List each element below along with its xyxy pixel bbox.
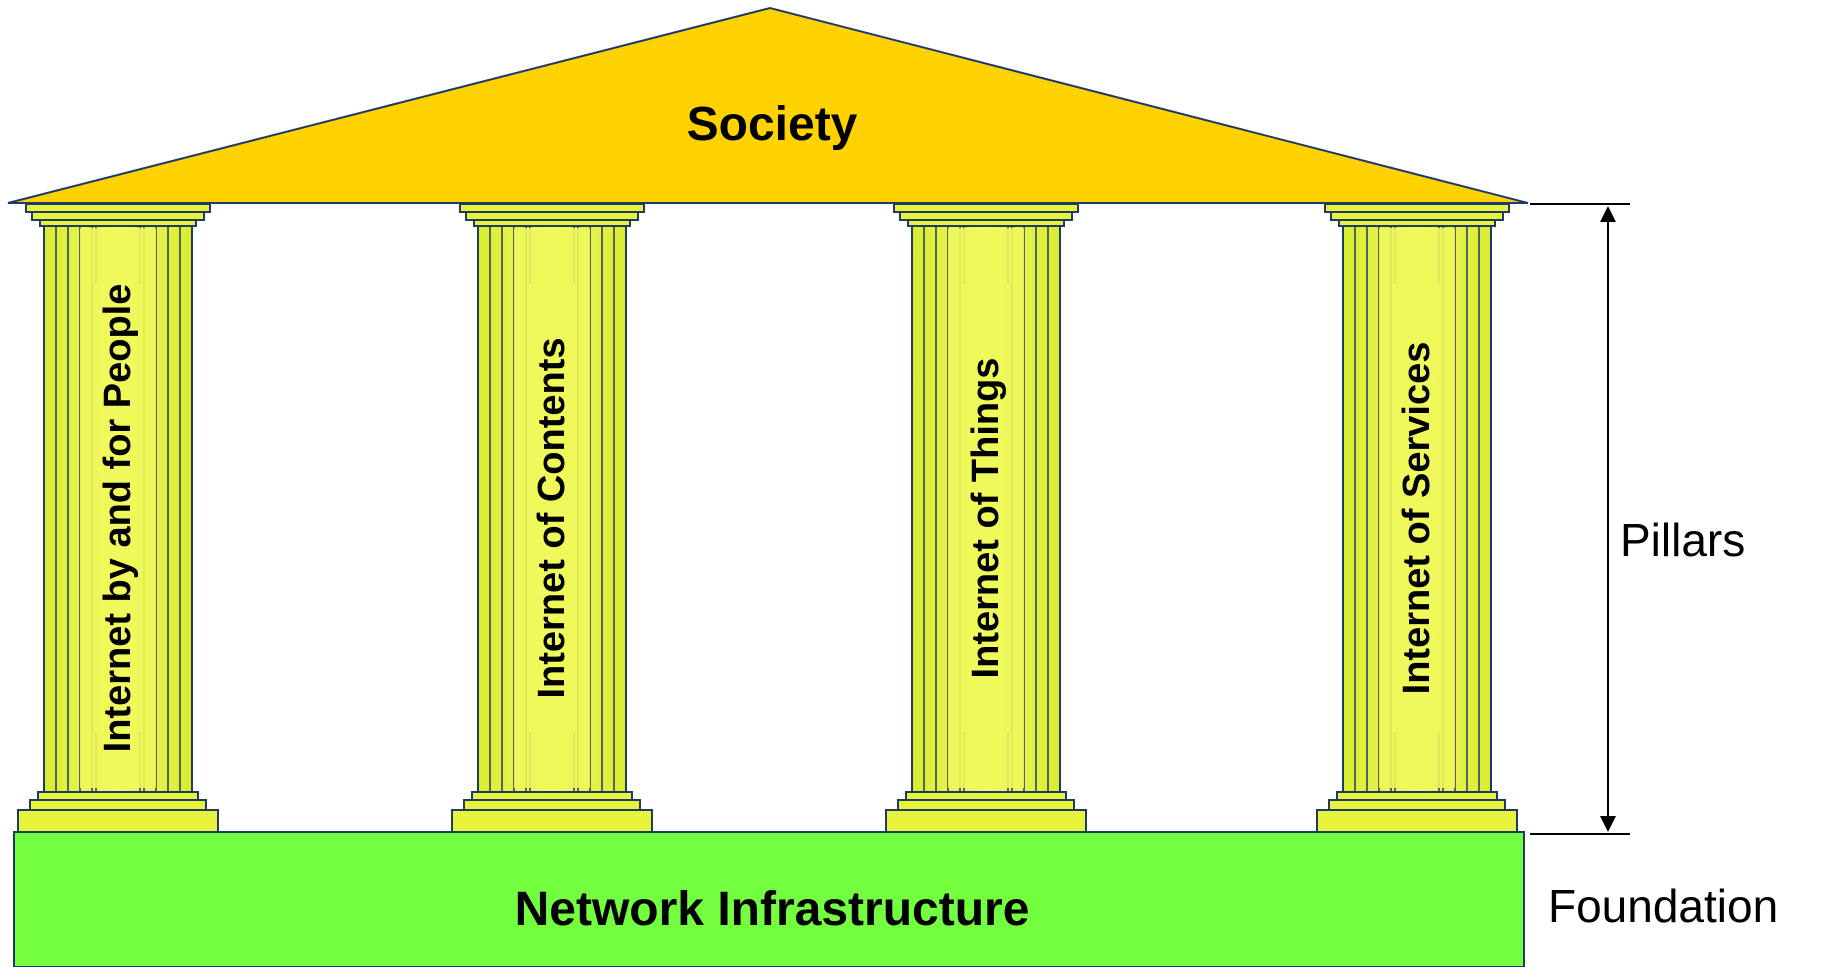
pillar-label: Internet of Contents: [531, 338, 573, 699]
pillar-capital: [1338, 219, 1496, 227]
roof-label: Society: [687, 98, 858, 151]
pillar-capital: [31, 211, 205, 221]
foundation: Network Infrastructure: [13, 831, 1525, 967]
roof-triangle: [7, 6, 1529, 204]
arrow-up-icon: [1600, 206, 1616, 222]
pillar-label: Internet of Services: [1396, 342, 1438, 695]
pillar-base: [905, 791, 1067, 801]
pillar-base: [1336, 791, 1498, 801]
pillar-capital: [899, 211, 1073, 221]
foundation-side-label: Foundation: [1548, 880, 1778, 932]
pillar-label: Internet by and for People: [97, 284, 139, 753]
pillar-base: [451, 809, 653, 833]
foundation-label: Network Infrastructure: [515, 883, 1030, 936]
pillar-capital: [893, 203, 1079, 213]
pillar-base: [463, 799, 641, 811]
pillar-capital: [907, 219, 1065, 227]
pillar-capital: [473, 219, 631, 227]
pillar-label-backdrop: [514, 228, 590, 788]
pillar-base: [37, 791, 199, 801]
pillar-base: [29, 799, 207, 811]
pillar-capital: [39, 219, 197, 227]
pillar-label-backdrop: [80, 228, 156, 788]
pillars-dimension: Pillars: [1530, 203, 1745, 835]
pillars-side-label: Pillars: [1620, 514, 1745, 566]
pillar-base: [1328, 799, 1506, 811]
pillar-base: [885, 809, 1087, 833]
pillar-base: [1316, 809, 1518, 833]
pillar-2: Internet of Contents: [451, 203, 653, 833]
pillar-capital: [25, 203, 211, 213]
pillar-base: [17, 809, 219, 833]
pillar-3: Internet of Things: [885, 203, 1087, 833]
pillar-capital: [1330, 211, 1504, 221]
pillar-base: [897, 799, 1075, 811]
pillar-1: Internet by and for People: [17, 203, 219, 833]
arrow-down-icon: [1600, 816, 1616, 832]
pillar-capital: [465, 211, 639, 221]
pillar-capital: [459, 203, 645, 213]
roof: Society: [7, 6, 1529, 204]
pillar-base: [471, 791, 633, 801]
pillar-label: Internet of Things: [965, 358, 1007, 679]
pillar-label-backdrop: [948, 228, 1024, 788]
pillar-label-backdrop: [1379, 228, 1455, 788]
pillars-group: Internet by and for People Internet of Co…: [17, 203, 1518, 833]
foundation-slab: [13, 831, 1525, 967]
pillar-4: Internet of Services: [1316, 203, 1518, 833]
pillar-capital: [1324, 203, 1510, 213]
